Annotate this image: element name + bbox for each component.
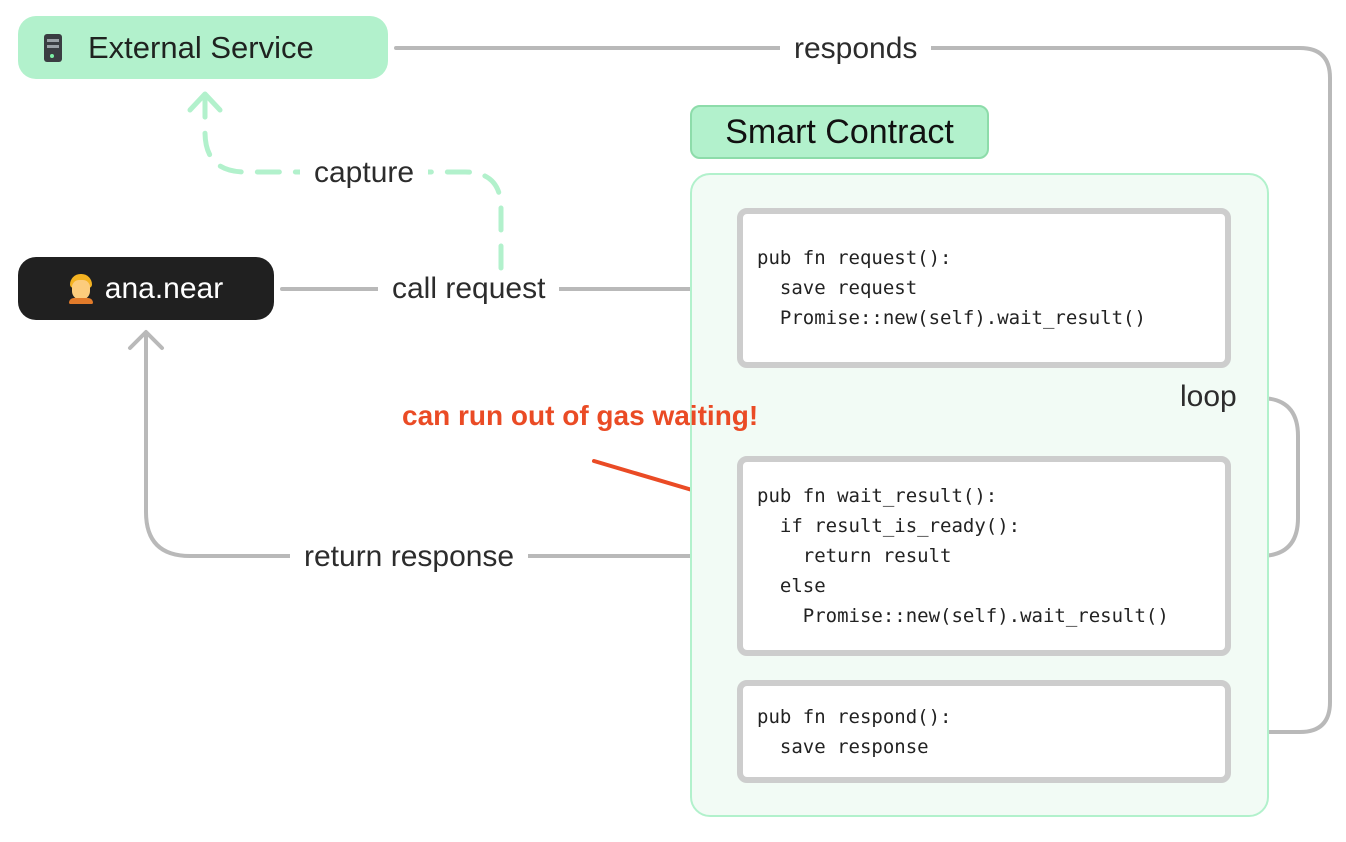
external-service-node: External Service [18,16,388,79]
return-response-label: return response [290,539,529,575]
return-response-edge [144,331,737,558]
external-service-label: External Service [88,29,314,65]
code-line: save request [757,277,918,299]
code-line: pub fn wait_result(): [757,485,998,507]
smart-contract-title: Smart Contract [690,105,989,159]
user-node: ana.near [18,257,274,320]
capture-label: capture [300,155,429,191]
code-line: save response [757,735,929,758]
code-line: Promise::new(self).wait_result() [757,307,1146,329]
user-label: ana.near [104,271,224,305]
wait-result-function-box: pub fn wait_result(): if result_is_ready… [737,456,1231,656]
respond-function-box: pub fn respond(): save response [737,680,1231,783]
loop-label: loop [1166,379,1251,415]
call-request-label: call request [378,271,560,307]
responds-edge [394,46,1332,734]
code-line: Promise::new(self).wait_result() [757,605,1169,627]
capture-arrowhead [187,91,223,113]
person-avatar-icon [68,273,93,304]
server-icon [44,33,62,62]
smart-contract-title-text: Smart Contract [725,112,954,151]
code-line: if result_is_ready(): [757,515,1021,537]
return-response-arrowhead [128,330,164,350]
gas-warning-annotation: can run out of gas waiting! [402,400,759,431]
code-line: return result [757,545,952,567]
code-line: pub fn request(): [757,247,952,269]
request-function-box: pub fn request(): save request Promise::… [737,208,1231,368]
responds-label: responds [780,31,932,67]
code-line: else [757,575,826,597]
code-line: pub fn respond(): [757,705,952,728]
